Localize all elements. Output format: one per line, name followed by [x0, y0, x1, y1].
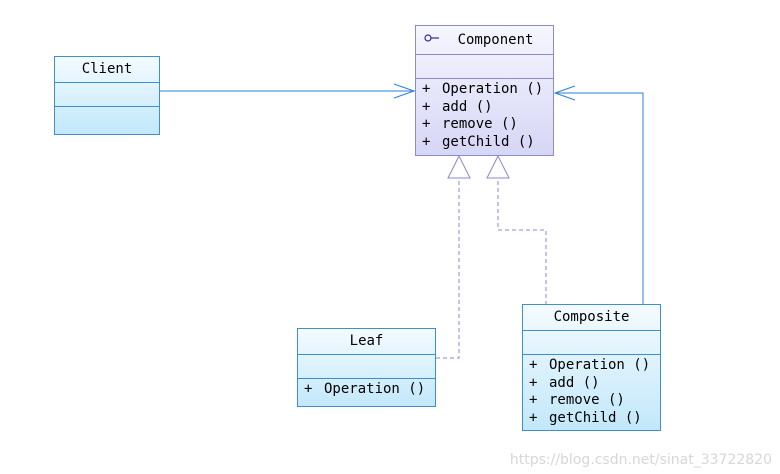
leaf-class-box[interactable]: Leaf + Operation () — [297, 328, 436, 407]
leaf-attributes-section — [298, 354, 435, 378]
component-class-name: Component — [457, 32, 534, 48]
composite-class-box[interactable]: Composite + Operation () + add () + remove … — [522, 304, 661, 431]
component-attributes-section — [416, 54, 553, 78]
component-operation: + remove () — [422, 116, 553, 134]
visibility-marker: + — [422, 81, 431, 97]
operation-signature: Operation () — [442, 81, 544, 97]
composite-operation: + remove () — [529, 392, 660, 410]
component-operation: + add () — [422, 99, 553, 117]
composite-attributes-section — [523, 330, 660, 354]
leaf-class-name: Leaf — [349, 333, 384, 349]
component-operation: + getChild () — [422, 134, 553, 152]
realization-triangle-composite — [486, 154, 510, 179]
visibility-marker: + — [529, 409, 538, 426]
component-name-section: Component — [416, 26, 553, 54]
operation-signature: add () — [549, 374, 600, 391]
client-name-section: Client — [55, 57, 159, 82]
composite-operations-section: + Operation () + add () + remove () + getChi… — [523, 354, 660, 427]
composite-operation: + getChild () — [529, 410, 660, 428]
operation-signature: Operation () — [324, 381, 426, 397]
operation-signature: getChild () — [549, 409, 642, 426]
visibility-marker: + — [529, 374, 538, 391]
association-arrowhead-composite — [553, 85, 576, 101]
composite-operation: + add () — [529, 375, 660, 393]
component-operations-section: + Operation () + add () + remove () + getChi… — [416, 78, 553, 151]
composite-operation: + Operation () — [529, 357, 660, 375]
association-arrowhead-client — [393, 83, 416, 99]
visibility-marker: + — [422, 116, 431, 132]
visibility-marker: + — [422, 98, 431, 115]
composite-name-section: Composite — [523, 305, 660, 330]
operation-signature: add () — [442, 98, 493, 115]
realization-line-composite — [497, 178, 547, 305]
component-operation: + Operation () — [422, 81, 553, 99]
operation-signature: getChild () — [442, 133, 535, 150]
association-line-composite-component — [555, 92, 644, 305]
visibility-marker: + — [422, 133, 431, 150]
visibility-marker: + — [529, 392, 538, 408]
visibility-marker: + — [304, 381, 313, 397]
component-class-box[interactable]: Component + Operation () + add () + remove … — [415, 25, 554, 156]
realization-line-leaf — [436, 178, 460, 359]
operation-signature: Operation () — [549, 357, 651, 373]
leaf-operations-section: + Operation () — [298, 378, 435, 399]
operation-signature: remove () — [549, 392, 625, 408]
operation-signature: remove () — [442, 116, 518, 132]
leaf-name-section: Leaf — [298, 329, 435, 354]
leaf-operation: + Operation () — [304, 381, 435, 399]
watermark-text: https://blog.csdn.net/sinat_33722820 — [509, 452, 772, 468]
client-class-box[interactable]: Client — [54, 56, 160, 135]
interface-lollipop-icon — [424, 34, 439, 42]
client-class-name: Client — [81, 61, 133, 77]
composite-class-name: Composite — [553, 309, 630, 325]
client-operations-section — [55, 106, 159, 134]
realization-triangle-leaf — [447, 154, 471, 179]
visibility-marker: + — [529, 357, 538, 373]
client-attributes-section — [55, 82, 159, 106]
